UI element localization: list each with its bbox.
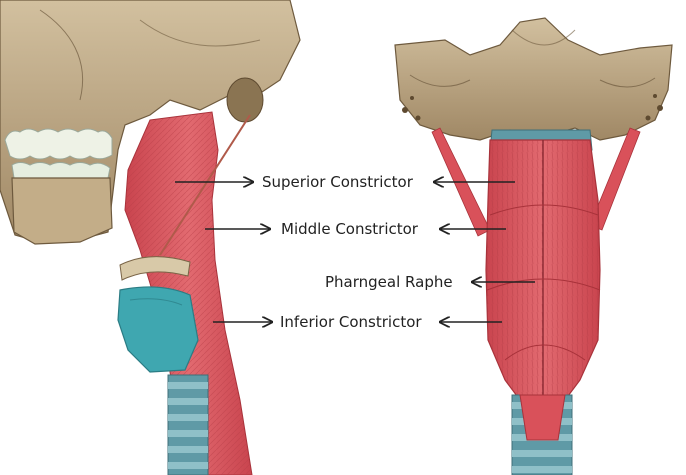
- label-middle-constrictor: Middle Constrictor: [281, 220, 418, 238]
- label-superior-constrictor: Superior Constrictor: [262, 173, 413, 191]
- label-pharyngeal-raphe: Pharngeal Raphe: [325, 273, 453, 291]
- posterior-view: [395, 18, 672, 475]
- trachea-posterior: [512, 395, 572, 475]
- lateral-view: [0, 0, 300, 475]
- teeth: [5, 129, 112, 178]
- trachea-lateral: [168, 375, 208, 475]
- label-inferior-constrictor: Inferior Constrictor: [280, 313, 422, 331]
- label-arrows: [175, 182, 535, 322]
- skull-base-posterior: [395, 18, 672, 140]
